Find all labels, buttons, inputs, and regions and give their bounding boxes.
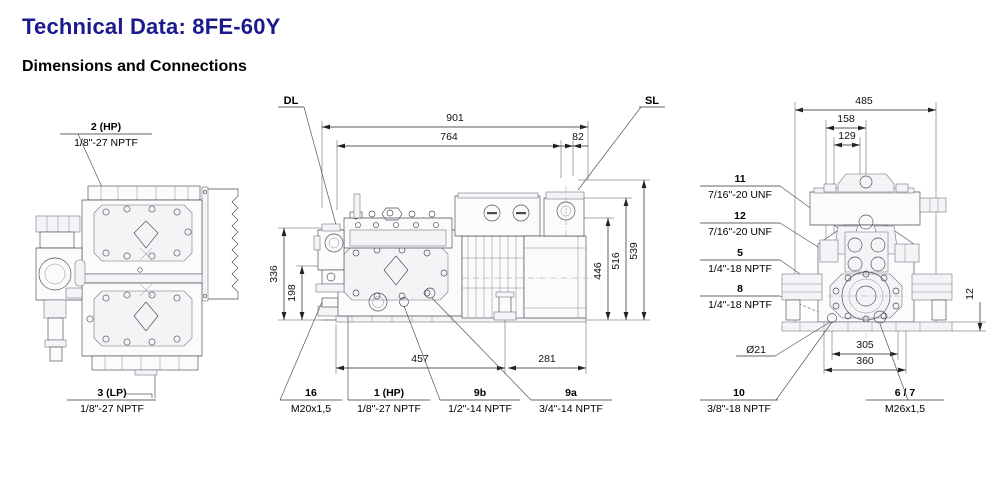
dim-value-305: 305 xyxy=(856,339,874,351)
callout-10-number: 10 xyxy=(733,387,745,399)
callout-3-spec: 1/8"-27 NPTF xyxy=(80,403,144,415)
callout-12-spec: 7/16"-20 UNF xyxy=(708,226,772,238)
dimension-82: 82 xyxy=(561,131,588,176)
callout-5-number: 5 xyxy=(737,247,743,259)
callout-1-spec: 1/8"-27 NPTF xyxy=(357,403,421,415)
dim-value-198: 198 xyxy=(286,284,298,302)
page-subtitle: Dimensions and Connections xyxy=(22,58,247,75)
page-title: Technical Data: 8FE-60Y xyxy=(22,14,281,39)
callout-1-number: 1 (HP) xyxy=(374,387,404,399)
leader-tag-DL xyxy=(303,106,339,233)
leader-callout-9b xyxy=(403,305,441,401)
dim-value-516: 516 xyxy=(610,252,622,270)
dim-value-446: 446 xyxy=(592,262,604,280)
port-6-7 xyxy=(873,310,887,324)
dimension-901: 901 xyxy=(321,112,589,208)
dim-value-336: 336 xyxy=(268,265,280,283)
tag-DL: DL xyxy=(284,95,299,107)
view-left: 2 (HP) 1/8"-27 NPTF 3 (LP) 1/8"-27 NPTF xyxy=(35,121,239,415)
leader-callout-3-helper xyxy=(126,393,153,398)
view-middle: DL SL 901 xyxy=(268,95,665,415)
leader-tag-SL xyxy=(577,106,642,191)
leader-callout-6-7 xyxy=(879,323,909,401)
view-right: 485 158 129 11 7/1 xyxy=(700,95,986,415)
callout-6-7-spec: M26x1,5 xyxy=(885,403,925,415)
dimension-539: 539 xyxy=(322,179,650,321)
dimension-516: 516 xyxy=(562,197,632,320)
tag-SL: SL xyxy=(645,95,659,107)
dimension-764: 764 xyxy=(336,131,562,210)
callout-6-7-number: 6 / 7 xyxy=(895,387,916,399)
callout-2-spec: 1/8"-27 NPTF xyxy=(74,137,138,149)
callout-16-number: 16 xyxy=(305,387,317,399)
dim-value-281: 281 xyxy=(538,353,556,365)
dim-value-457: 457 xyxy=(411,353,429,365)
dimension-12: 12 xyxy=(952,288,986,332)
note-dia21: Ø21 xyxy=(746,344,766,356)
callout-2-number: 2 (HP) xyxy=(91,121,121,133)
callout-10-spec: 3/8"-18 NPTF xyxy=(707,403,771,415)
compressor-left-geometry xyxy=(35,185,239,376)
dimension-198: 198 xyxy=(286,265,330,320)
dim-value-12: 12 xyxy=(964,288,976,300)
callout-9b-number: 9b xyxy=(474,387,486,399)
dimension-336: 336 xyxy=(268,227,340,321)
callout-16-spec: M20x1,5 xyxy=(291,403,331,415)
compressor-middle-geometry xyxy=(313,186,600,323)
dim-value-129: 129 xyxy=(838,130,856,142)
callout-12-number: 12 xyxy=(734,210,746,222)
leader-callout-10 xyxy=(775,321,833,401)
callout-11-spec: 7/16"-20 UNF xyxy=(708,189,772,201)
leader-note-dia21 xyxy=(774,321,831,357)
dim-value-360: 360 xyxy=(856,355,874,367)
dimension-446: 446 xyxy=(578,217,614,320)
compressor-right-geometry xyxy=(781,124,953,338)
leader-callout-16 xyxy=(279,301,323,401)
port-9a xyxy=(424,287,436,299)
callout-11-number: 11 xyxy=(734,173,745,185)
dim-value-158: 158 xyxy=(837,113,855,125)
dim-value-82: 82 xyxy=(572,131,584,143)
dimension-360: 360 xyxy=(823,331,907,374)
callout-9a-spec: 3/4"-14 NPTF xyxy=(539,403,603,415)
callout-9a-number: 9a xyxy=(565,387,577,399)
drawing-area: 2 (HP) 1/8"-27 NPTF 3 (LP) 1/8"-27 NPTF xyxy=(0,88,1000,489)
callout-8-spec: 1/4"-18 NPTF xyxy=(708,299,772,311)
callout-9b-spec: 1/2"-14 NPTF xyxy=(448,403,512,415)
callout-8-number: 8 xyxy=(737,283,743,295)
dim-value-485: 485 xyxy=(855,95,873,107)
leader-callout-9a xyxy=(431,297,532,401)
callout-3-number: 3 (LP) xyxy=(97,387,126,399)
dim-value-901: 901 xyxy=(446,112,464,124)
dimension-281: 281 xyxy=(508,322,587,374)
dimension-305: 305 xyxy=(831,331,899,360)
dim-value-764: 764 xyxy=(440,131,458,143)
dim-value-539: 539 xyxy=(628,242,640,260)
callout-5-spec: 1/4"-18 NPTF xyxy=(708,263,772,275)
